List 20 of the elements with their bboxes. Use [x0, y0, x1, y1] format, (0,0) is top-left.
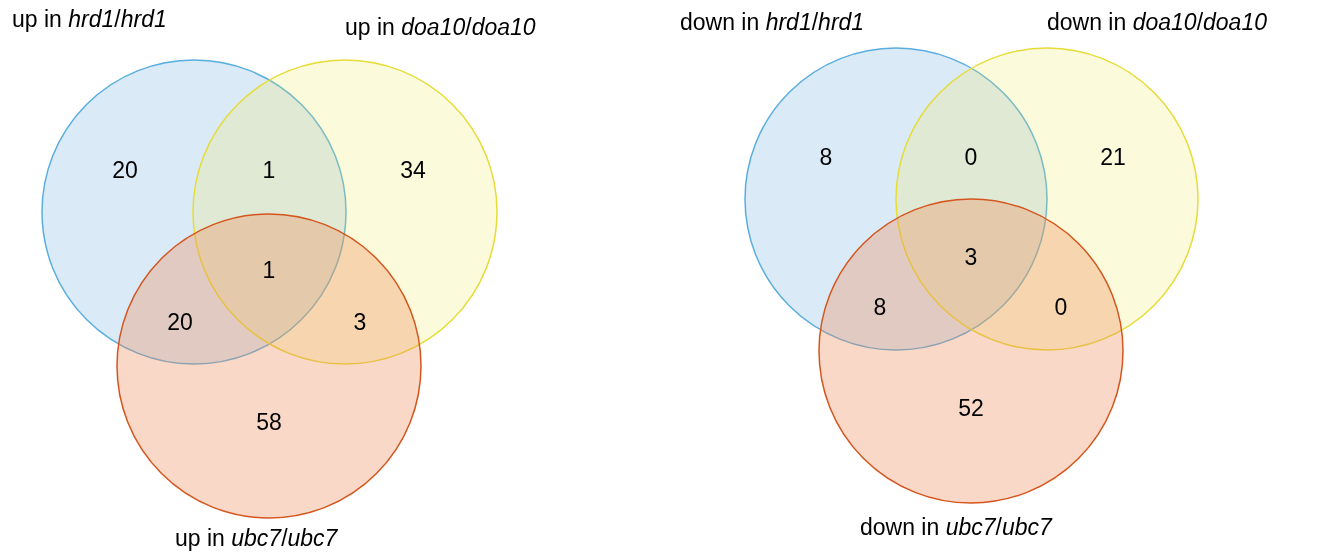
count-label: 34	[400, 156, 426, 184]
count-label: 1	[262, 256, 276, 284]
count-label: 8	[873, 293, 887, 321]
count-label: 3	[964, 243, 978, 271]
count-label: 3	[353, 308, 367, 336]
count-label: 0	[964, 143, 978, 171]
count-label: 52	[958, 394, 984, 422]
count-label: 8	[819, 143, 833, 171]
set-label: down in doa10/doa10	[1047, 8, 1267, 36]
set-label: up in hrd1/hrd1	[12, 5, 167, 33]
count-label: 0	[1054, 293, 1068, 321]
count-label: 58	[256, 408, 282, 436]
set-label: down in ubc7/ubc7	[860, 513, 1052, 541]
count-label: 20	[167, 308, 193, 336]
count-label: 1	[262, 156, 276, 184]
set-label: up in doa10/doa10	[345, 13, 536, 41]
count-label: 20	[112, 156, 138, 184]
set-label: up in ubc7/ubc7	[175, 524, 338, 552]
count-label: 21	[1100, 143, 1126, 171]
set-label: down in hrd1/hrd1	[680, 8, 865, 36]
